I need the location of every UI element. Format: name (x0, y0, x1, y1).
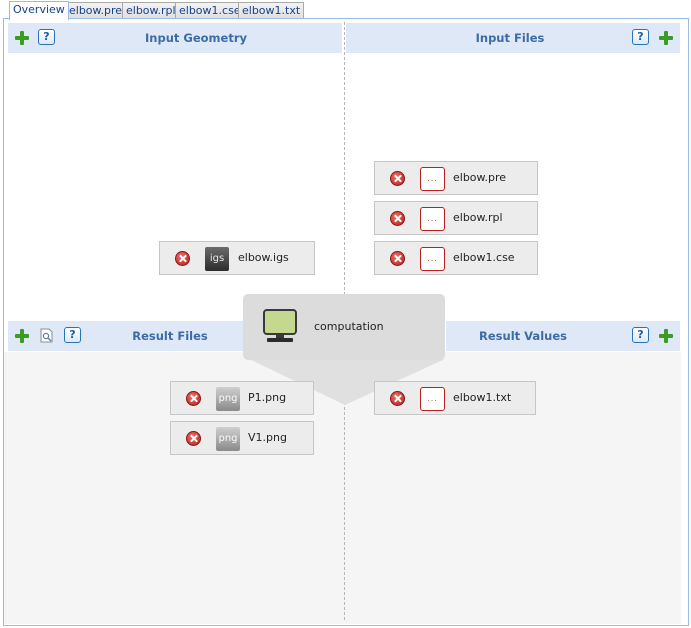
file-name: V1.png (248, 431, 287, 444)
file-icon: ... (420, 167, 445, 191)
help-icon[interactable]: ? (38, 29, 55, 45)
computation-arrow (249, 359, 445, 405)
file-icon: ... (420, 387, 445, 411)
remove-icon[interactable] (390, 211, 405, 226)
igs-file-icon: igs (205, 247, 229, 271)
add-input-file-icon[interactable] (658, 30, 674, 46)
help-icon[interactable]: ? (64, 327, 81, 343)
help-icon[interactable]: ? (632, 327, 649, 343)
input-geometry-item[interactable]: igs elbow.igs (159, 241, 315, 275)
file-icon: ... (420, 207, 445, 231)
result-value-item[interactable]: ... elbow1.txt (374, 381, 536, 415)
result-file-item[interactable]: png V1.png (170, 421, 314, 455)
remove-icon[interactable] (186, 391, 201, 406)
add-result-file-icon[interactable] (14, 328, 30, 344)
file-name: elbow.igs (238, 251, 289, 264)
preview-icon[interactable] (40, 328, 54, 343)
add-result-value-icon[interactable] (658, 328, 674, 344)
input-files-title: Input Files (475, 31, 545, 45)
file-icon: ... (420, 247, 445, 271)
input-file-item[interactable]: ... elbow1.cse (374, 241, 538, 275)
computation-node[interactable]: computation (243, 294, 445, 360)
input-file-item[interactable]: ... elbow.pre (374, 161, 538, 195)
add-geometry-icon[interactable] (14, 30, 30, 46)
file-name: P1.png (248, 391, 287, 404)
remove-icon[interactable] (390, 391, 405, 406)
tab-elbow1-txt[interactable]: elbow1.txt (238, 2, 305, 19)
input-geometry-header: ? Input Geometry (8, 23, 342, 53)
remove-icon[interactable] (175, 251, 190, 266)
remove-icon[interactable] (390, 251, 405, 266)
result-files-header: ? Result Files (8, 321, 244, 351)
png-file-icon: png (216, 387, 240, 411)
input-files-header: Input Files ? (346, 23, 680, 53)
result-values-header: Result Values ? (446, 321, 680, 351)
result-files-title: Result Files (132, 329, 208, 343)
result-values-title: Result Values (479, 329, 567, 343)
file-name: elbow.pre (453, 171, 507, 184)
computer-icon (263, 309, 297, 342)
png-file-icon: png (216, 427, 240, 451)
remove-icon[interactable] (390, 171, 405, 186)
tab-elbow-pre[interactable]: elbow.pre (65, 2, 127, 19)
file-name: elbow1.cse (453, 251, 515, 264)
help-icon[interactable]: ? (632, 29, 649, 45)
computation-label: computation (314, 320, 384, 333)
input-file-item[interactable]: ... elbow.rpl (374, 201, 538, 235)
tab-elbow-rpl[interactable]: elbow.rpl (122, 2, 180, 19)
tab-bar: Overview elbow.pre elbow.rpl elbow1.cse … (0, 0, 691, 20)
input-geometry-title: Input Geometry (145, 31, 247, 45)
result-file-item[interactable]: png P1.png (170, 381, 314, 415)
tab-elbow1-cse[interactable]: elbow1.cse (175, 2, 245, 19)
tab-overview[interactable]: Overview (9, 1, 69, 20)
remove-icon[interactable] (186, 431, 201, 446)
file-name: elbow1.txt (453, 391, 512, 404)
file-name: elbow.rpl (453, 211, 503, 224)
